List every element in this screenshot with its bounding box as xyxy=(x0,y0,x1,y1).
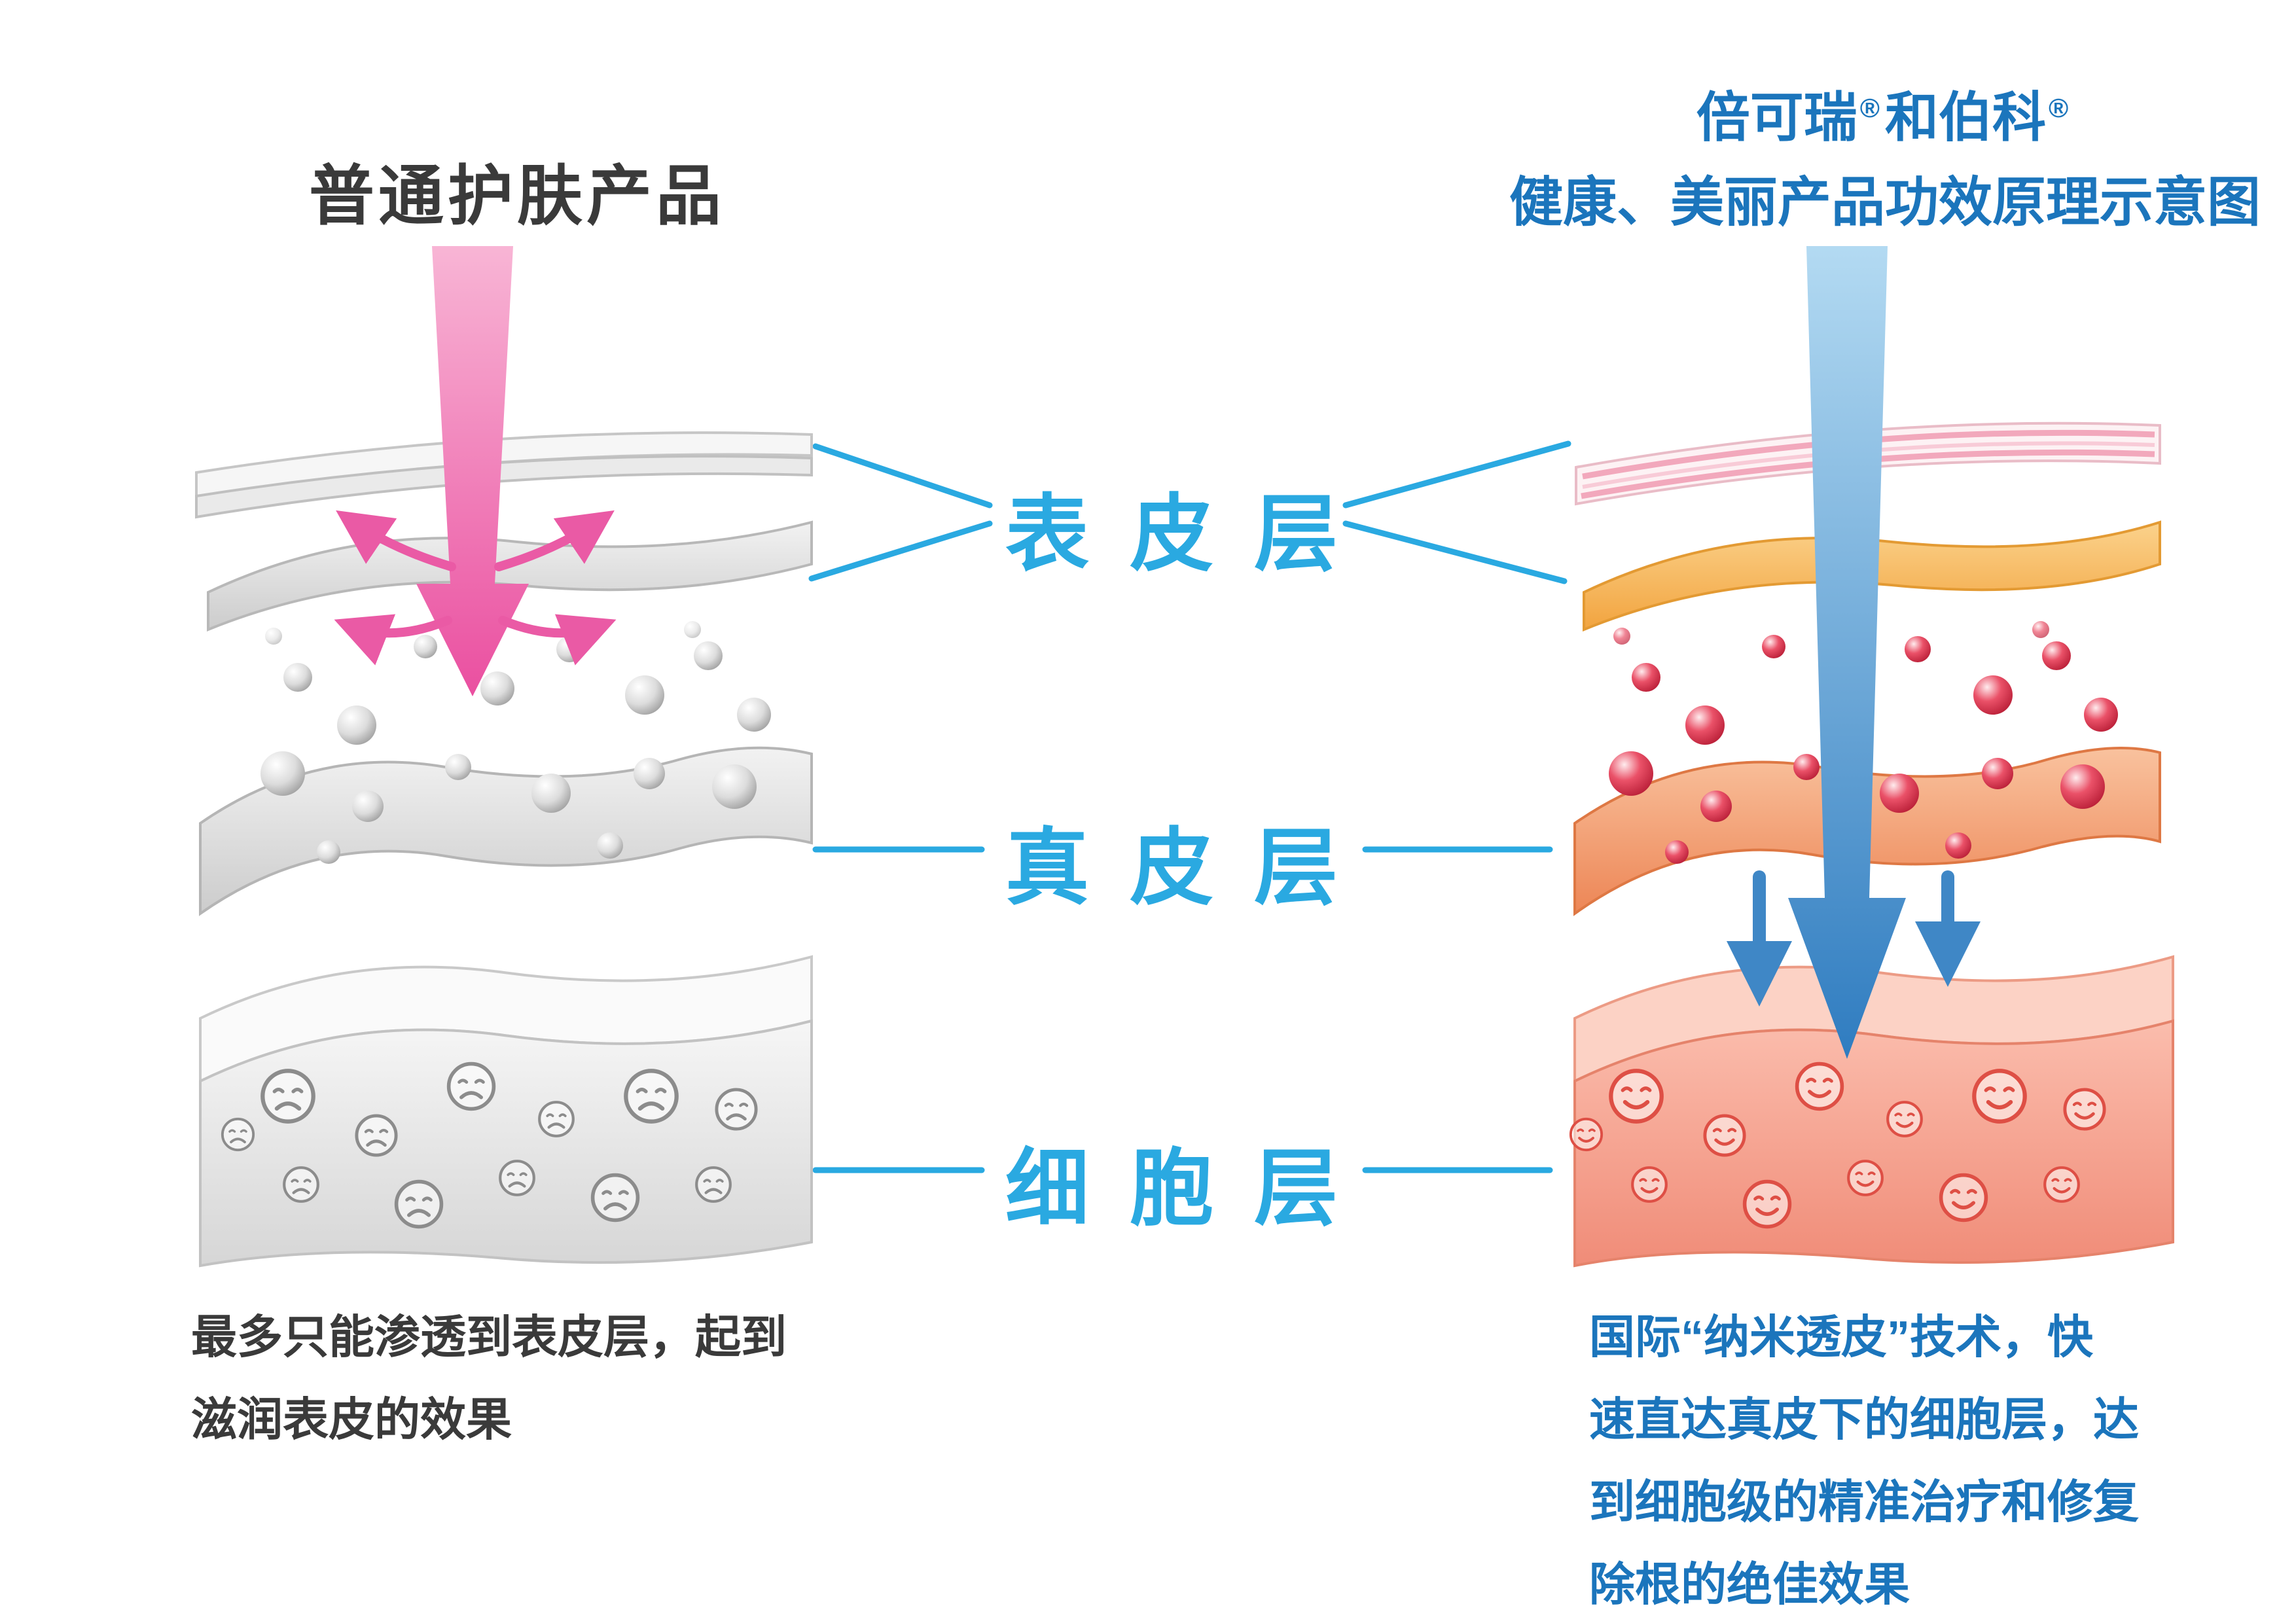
cell-layer-label: 细胞层 xyxy=(1005,1142,1379,1236)
epidermis-label: 表皮层 xyxy=(1005,488,1379,581)
droplet xyxy=(480,671,514,705)
droplet xyxy=(634,758,665,789)
left-caption: 最多只能渗透到表皮层，起到 滋润表皮的效果 xyxy=(191,1296,787,1461)
happy-face-icon xyxy=(2045,1168,2079,1202)
sad-face-icon xyxy=(449,1064,494,1109)
blue-penetration-arrow xyxy=(1788,246,1906,1059)
droplet xyxy=(1632,663,1660,692)
droplet xyxy=(1762,635,1785,658)
droplet xyxy=(445,754,471,780)
moisture-droplets xyxy=(260,621,771,864)
droplet xyxy=(556,636,583,662)
sad-face-icon xyxy=(626,1071,676,1121)
right-title: 倍可瑞®和伯科® 健康、美丽产品功效原理示意图 xyxy=(1479,65,2291,245)
droplet xyxy=(1973,675,2013,715)
droplet xyxy=(684,621,701,638)
sad-face-icon xyxy=(221,1117,255,1152)
registered-mark-icon: ® xyxy=(2049,93,2069,123)
happy-face-icon xyxy=(1941,1175,1986,1221)
droplet xyxy=(1665,840,1689,864)
sad-face-icon xyxy=(262,1071,313,1121)
happy-face-icon xyxy=(1745,1182,1790,1227)
epidermis-connector-left-upper xyxy=(812,443,993,508)
droplet xyxy=(625,675,664,715)
bounce-arrow xyxy=(494,510,615,571)
happy-face-icon xyxy=(1974,1071,2024,1121)
droplet xyxy=(1982,758,2013,789)
droplet xyxy=(260,751,305,796)
droplet xyxy=(2032,621,2049,638)
happy-face-icon xyxy=(1705,1116,1744,1155)
droplet xyxy=(1685,705,1725,745)
happy-face-icon xyxy=(1888,1102,1922,1136)
droplet xyxy=(2084,698,2118,732)
bounce-arrow xyxy=(498,614,617,666)
connector-lines xyxy=(808,440,1571,1173)
droplet xyxy=(694,641,723,670)
sad-face-icon xyxy=(500,1161,534,1195)
droplet xyxy=(737,698,771,732)
left-dermis-sheet xyxy=(199,746,813,916)
happy-face-icon xyxy=(1848,1161,1882,1195)
sad-face-icon xyxy=(397,1182,442,1227)
pink-penetration-arrow xyxy=(416,246,529,696)
right-caption: 国际“纳米透皮”技术，快 速直达真皮下的细胞层，达 到细胞级的精准治疗和修复 除… xyxy=(1589,1296,2139,1623)
caption-line: 最多只能渗透到表皮层，起到 xyxy=(191,1311,787,1363)
happy-face-icon xyxy=(2065,1090,2104,1129)
bounce-arrow xyxy=(334,614,452,666)
droplet xyxy=(414,635,437,658)
sad-face-icon xyxy=(357,1116,396,1155)
sad-face-icon xyxy=(717,1090,756,1129)
droplet xyxy=(265,628,282,645)
right-skin-diagram xyxy=(1569,246,2174,1268)
left-title: 普通护肤产品 xyxy=(309,160,725,233)
droplet xyxy=(317,840,340,864)
right-cell-block-front xyxy=(1573,1019,2174,1268)
droplet xyxy=(597,832,623,859)
droplet xyxy=(712,764,757,809)
droplet xyxy=(337,705,376,745)
droplet xyxy=(1905,636,1931,662)
sad-face-icon xyxy=(593,1175,638,1221)
sad-face-icon xyxy=(696,1168,730,1202)
bounce-arrow xyxy=(336,510,456,571)
droplet xyxy=(352,791,384,822)
right-title-line2: 健康、美丽产品功效原理示意图 xyxy=(1509,173,2261,233)
happy-face-icon xyxy=(1797,1064,1842,1109)
left-stratum-layer-lower xyxy=(195,455,813,519)
left-skin-diagram xyxy=(195,246,813,1268)
droplet xyxy=(2042,641,2071,670)
registered-mark-icon: ® xyxy=(1859,93,1880,123)
epidermis-connector-right-lower xyxy=(1342,520,1568,584)
caption-line: 滋润表皮的效果 xyxy=(191,1394,512,1445)
sad-face-icon xyxy=(284,1168,318,1202)
droplet xyxy=(2060,764,2105,809)
penetration-arrows xyxy=(1727,870,1981,1007)
right-title-line1: 倍可瑞®和伯科® xyxy=(1479,65,2291,160)
bounce-arrows xyxy=(334,510,617,666)
brand-name-2: 和伯科 xyxy=(1885,88,2047,148)
droplet xyxy=(1700,791,1732,822)
epidermis-connector-right-upper xyxy=(1342,440,1571,508)
left-cell-block-front xyxy=(199,1019,813,1268)
brand-name-1: 倍可瑞 xyxy=(1696,88,1857,148)
sad-face-icon xyxy=(539,1102,573,1136)
dermis-label: 真皮层 xyxy=(1005,821,1379,915)
caption-line: 速直达真皮下的细胞层，达 xyxy=(1589,1394,2139,1445)
happy-face-icon xyxy=(1569,1117,1604,1152)
happy-face-icon xyxy=(1632,1168,1666,1202)
caption-line: 除根的绝佳效果 xyxy=(1589,1559,1910,1610)
droplet xyxy=(1793,754,1820,780)
happy-face-icon xyxy=(1611,1071,1661,1121)
droplet xyxy=(283,663,312,692)
caption-line: 到细胞级的精准治疗和修复 xyxy=(1589,1476,2139,1527)
droplet xyxy=(1613,628,1630,645)
droplet xyxy=(1880,774,1919,813)
epidermis-connector-left-lower xyxy=(808,520,993,582)
droplet xyxy=(1609,751,1653,796)
caption-line: 国际“纳米透皮”技术，快 xyxy=(1589,1311,2093,1363)
droplet xyxy=(1945,832,1971,859)
droplet xyxy=(531,774,571,813)
